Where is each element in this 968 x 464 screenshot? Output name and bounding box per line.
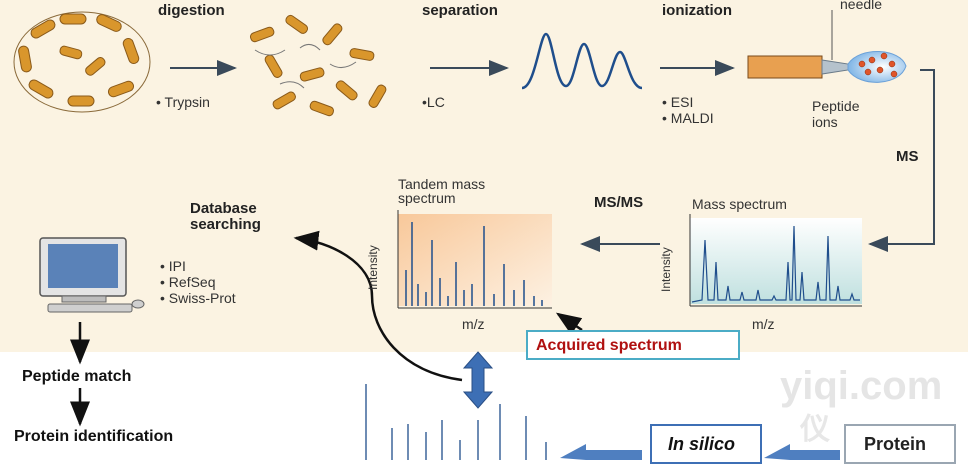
tandem-spectrum-plot: [397, 210, 552, 309]
in-silico-arrow: [560, 444, 642, 460]
esi-note: • ESI: [662, 94, 694, 110]
tandem-spectrum-title-2: spectrum: [398, 190, 456, 206]
lc-chromatogram: [521, 32, 643, 90]
protein-arrow: [764, 444, 840, 460]
ionization-label: ionization: [662, 2, 732, 19]
intact-protein-illustration: [13, 11, 151, 113]
watermark-text: yiqi.com: [780, 364, 943, 408]
acquired-spectrum-box: Acquired spectrum: [526, 330, 740, 360]
mass-spectrum-ylabel: Intensity: [659, 247, 673, 292]
trypsin-note: • Trypsin: [156, 94, 210, 110]
db-item-ipi: • IPI: [160, 258, 186, 274]
database-searching-title-1: Database: [190, 200, 257, 217]
mass-spectrum-plot: [689, 214, 862, 307]
separation-label: separation: [422, 2, 498, 19]
in-silico-label: In silico: [668, 434, 736, 454]
db-item-refseq: • RefSeq: [160, 274, 216, 290]
needle-label: needle: [840, 0, 883, 12]
lc-note: •LC: [422, 94, 445, 110]
ms-label: MS: [896, 148, 919, 165]
protein-identification-label: Protein identification: [14, 428, 174, 445]
peptide-match-label: Peptide match: [22, 368, 132, 385]
protein-box: Protein: [844, 424, 956, 464]
esi-needle-illustration: [747, 10, 907, 83]
db-item-swissprot: • Swiss-Prot: [160, 290, 236, 306]
msms-label: MS/MS: [594, 194, 644, 211]
tandem-spectrum-ylabel: Intensity: [366, 245, 380, 290]
computer-icon: [39, 237, 145, 313]
peptide-fragments-illustration: [249, 14, 387, 117]
in-silico-spectrum: [365, 384, 547, 460]
acquired-spectrum-label: Acquired spectrum: [536, 337, 682, 354]
compare-double-arrow: [462, 351, 494, 409]
mass-spectrum-title: Mass spectrum: [692, 196, 787, 212]
digestion-label: digestion: [158, 2, 225, 19]
peptide-ions-label-2: ions: [812, 114, 838, 130]
maldi-note: • MALDI: [662, 110, 714, 126]
in-silico-box: In silico: [650, 424, 762, 464]
mass-spectrum-xlabel: m/z: [752, 316, 775, 332]
database-searching-title-2: searching: [190, 216, 261, 233]
protein-label: Protein: [864, 434, 927, 454]
peptide-ions-label-1: Peptide: [812, 98, 860, 114]
watermark-glyph: 仪: [800, 413, 830, 446]
tandem-spectrum-title-1: Tandem mass: [398, 176, 486, 192]
tandem-spectrum-xlabel: m/z: [462, 316, 485, 332]
